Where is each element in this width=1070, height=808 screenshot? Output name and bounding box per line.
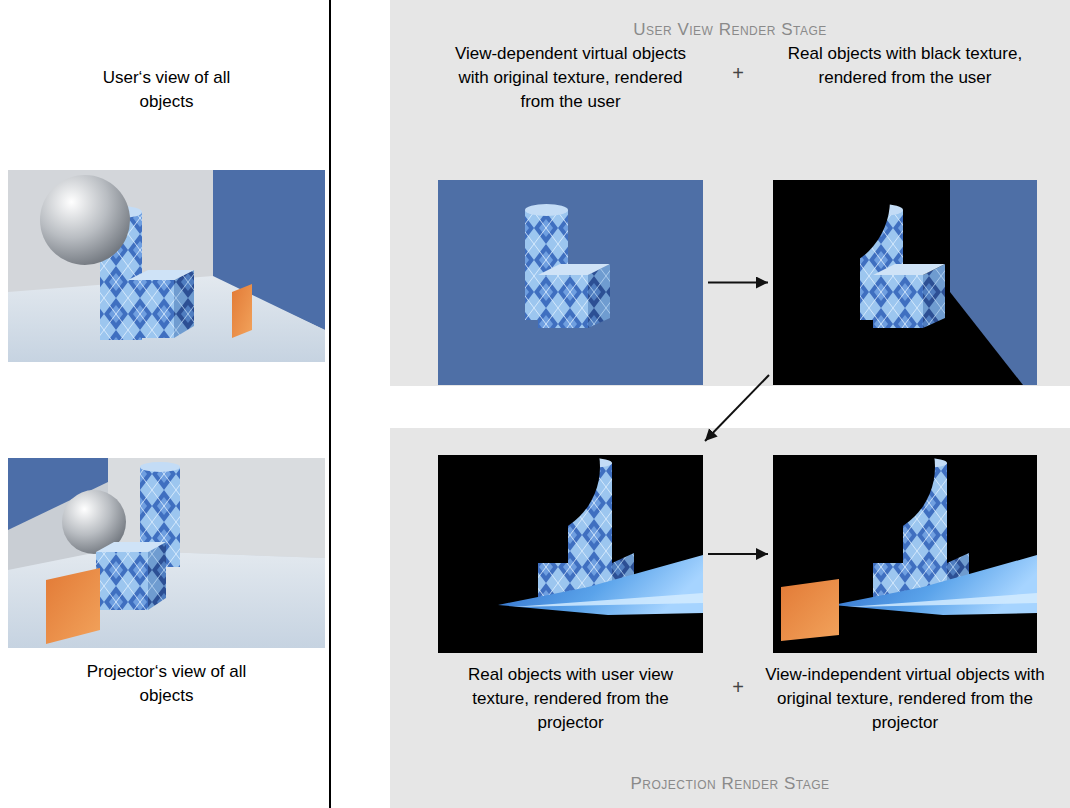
render-image — [773, 455, 1037, 653]
plus-sign-holder: + — [723, 62, 753, 85]
plus-sign: + — [732, 676, 744, 698]
render-image — [438, 180, 703, 385]
view-image-node: Projector‘s view of all objects — [8, 458, 325, 708]
image-caption: User‘s view of all objects — [82, 66, 252, 114]
view-image-node: User‘s view of all objects — [8, 66, 325, 362]
image-caption: View-independent virtual objects with or… — [760, 663, 1050, 735]
render-image — [773, 180, 1037, 385]
render-stage-band: Projection Render Stage Real objects wit… — [390, 428, 1070, 808]
plus-sign-holder: + — [723, 676, 753, 699]
projector-view-image — [8, 458, 325, 648]
view-image-node: View-dependent virtual objects with orig… — [438, 42, 703, 385]
image-caption: View-dependent virtual objects with orig… — [440, 42, 702, 114]
render-image — [438, 455, 703, 653]
image-caption: Real objects with black texture, rendere… — [774, 42, 1036, 90]
view-image-node: Real objects with user view texture, ren… — [438, 455, 703, 735]
render-stage-band: User View Render StageView-dependent vir… — [390, 0, 1070, 386]
stage-title: Projection Render Stage — [630, 774, 829, 794]
user-view-image — [8, 170, 325, 362]
view-image-node: View-independent virtual objects with or… — [773, 455, 1037, 735]
column-divider — [329, 0, 331, 808]
image-caption: Projector‘s view of all objects — [67, 660, 267, 708]
plus-sign: + — [732, 62, 744, 84]
view-image-node: Real objects with black texture, rendere… — [773, 42, 1037, 385]
stage-title: User View Render Stage — [633, 20, 827, 40]
image-caption: Real objects with user view texture, ren… — [440, 663, 702, 735]
